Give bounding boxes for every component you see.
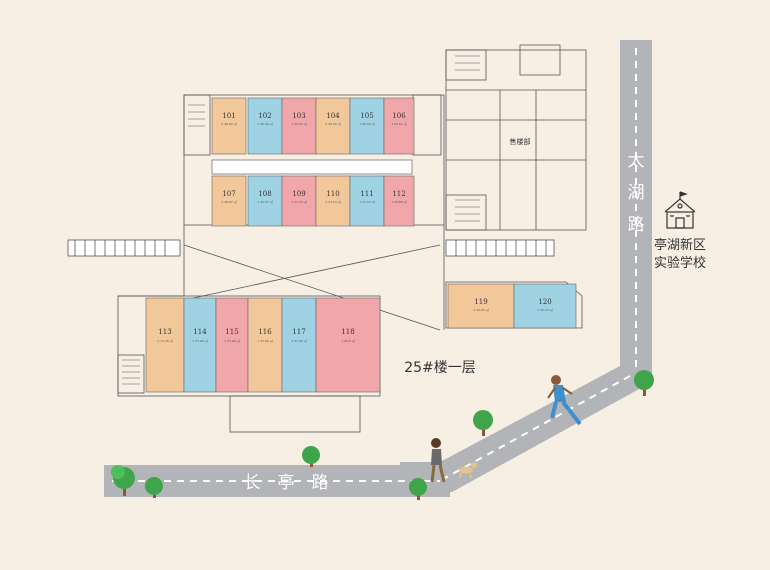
roads — [104, 40, 652, 497]
stairs — [122, 55, 480, 385]
tree-icon — [409, 478, 427, 500]
room-number: 105 — [360, 112, 373, 120]
room-area: 1 41.53 ㎡ — [291, 199, 306, 204]
room-number: 103 — [292, 112, 305, 120]
tree-icon — [473, 410, 493, 436]
school-icon — [664, 191, 696, 229]
walker-figure — [430, 438, 446, 483]
room-120[interactable] — [513, 283, 577, 329]
room-number: 109 — [292, 190, 305, 198]
room-area: 1 93.93 ㎡ — [473, 307, 488, 312]
room-number: 119 — [474, 298, 487, 306]
room-area: 1 41.57 ㎡ — [257, 199, 272, 204]
road-label-bottom-1: 长 — [244, 473, 261, 493]
room-area: 1 37.06 ㎡ — [257, 338, 272, 343]
room-103[interactable] — [281, 97, 317, 155]
room-106[interactable] — [383, 97, 415, 155]
dog-icon — [459, 462, 477, 479]
room-number: 106 — [392, 112, 406, 120]
runner-figure — [547, 375, 582, 426]
room-101[interactable] — [211, 97, 247, 155]
room-area: 1 92.24 ㎡ — [537, 307, 552, 312]
room-105[interactable] — [349, 97, 385, 155]
room-area: 1 40.00 ㎡ — [257, 121, 272, 126]
room-number: 113 — [158, 328, 171, 336]
room-area: 1 37.06 ㎡ — [291, 338, 306, 343]
sales-office-label: 售楼部 — [510, 137, 531, 146]
room-number: 107 — [222, 190, 235, 198]
room-number: 112 — [392, 190, 405, 198]
room-area: 1 41.53 ㎡ — [359, 199, 374, 204]
room-number: 104 — [326, 112, 340, 120]
room-area: 1 94.8 ㎡ — [341, 338, 355, 343]
room-number: 117 — [292, 328, 305, 336]
room-number: 120 — [538, 298, 551, 306]
room-area: 1 46.07 ㎡ — [221, 199, 236, 204]
room-area: 1 40.00 ㎡ — [325, 121, 340, 126]
room-110[interactable] — [315, 175, 351, 227]
room-102[interactable] — [247, 97, 283, 155]
room-number: 108 — [258, 190, 271, 198]
room-104[interactable] — [315, 97, 351, 155]
room-114[interactable] — [183, 297, 217, 393]
floor-title: 25#楼一层 — [404, 360, 476, 376]
room-area: 1 53.51 ㎡ — [391, 121, 406, 126]
tree-icon — [634, 370, 654, 396]
room-116[interactable] — [247, 297, 283, 393]
room-number: 115 — [225, 328, 238, 336]
room-118[interactable] — [315, 297, 381, 393]
room-number: 110 — [326, 190, 339, 198]
tree-icon — [145, 477, 163, 498]
room-number: 114 — [193, 328, 207, 336]
tree-icon — [302, 446, 320, 467]
room-area: 1 41.53 ㎡ — [325, 199, 340, 204]
room-number: 116 — [258, 328, 272, 336]
room-115[interactable] — [215, 297, 249, 393]
room-area: 1 40.00 ㎡ — [359, 121, 374, 126]
road-label-bottom-2: 亭 — [278, 473, 295, 493]
room-area: 1 46.02 ㎡ — [221, 121, 236, 126]
room-112[interactable] — [383, 175, 415, 227]
room-area: 1 71.76 ㎡ — [157, 338, 172, 343]
room-117[interactable] — [281, 297, 317, 393]
room-area: 1 37.06 ㎡ — [192, 338, 207, 343]
room-area: 1 49.89 ㎡ — [391, 199, 406, 204]
school-name-line2: 实验学校 — [654, 255, 706, 271]
building-outline — [67, 44, 587, 433]
road-label-right-1: 太 — [628, 151, 645, 171]
room-number: 118 — [341, 328, 354, 336]
road-label-right-2: 湖 — [628, 183, 645, 203]
room-area: 1 40.00 ㎡ — [291, 121, 306, 126]
road-label-right-3: 路 — [628, 215, 645, 235]
room-107[interactable] — [211, 175, 247, 227]
road-label-bottom-3: 路 — [312, 473, 329, 493]
room-number: 102 — [258, 112, 271, 120]
room-113[interactable] — [145, 297, 185, 393]
room-area: 1 37.06 ㎡ — [224, 338, 239, 343]
room-number: 111 — [360, 190, 373, 198]
room-number: 101 — [222, 112, 235, 120]
tree-icon — [111, 465, 135, 496]
room-119[interactable] — [447, 283, 515, 329]
school-name-line1: 亭湖新区 — [654, 237, 706, 253]
